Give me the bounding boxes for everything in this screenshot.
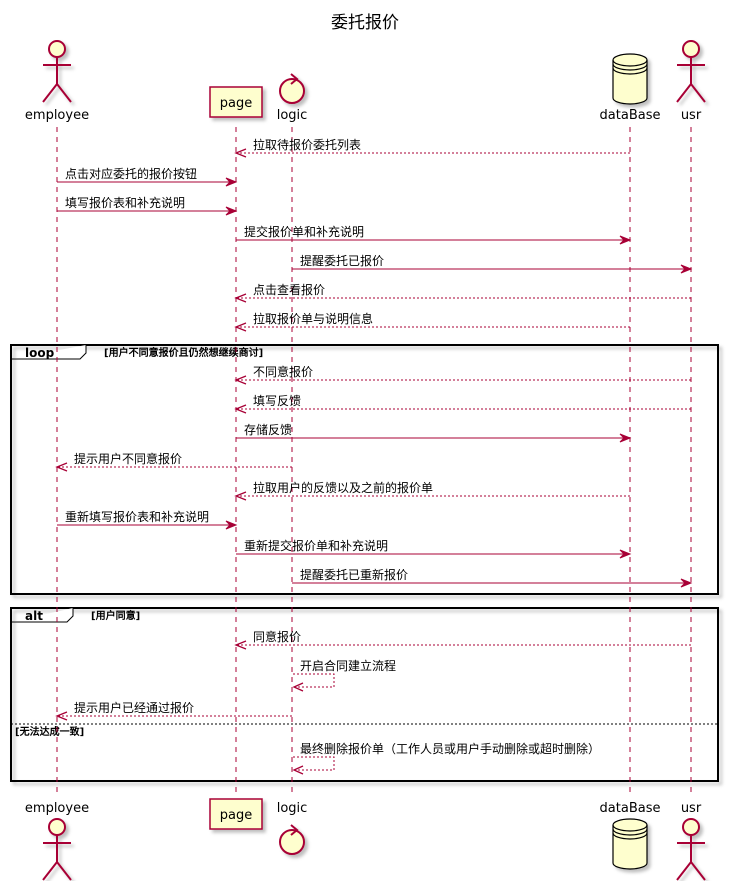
message-8: 不同意报价 (234, 364, 691, 385)
fragment-loop-tab (11, 345, 87, 360)
message-10: 存储反馈 (236, 422, 632, 443)
participant-page-top-box: page (209, 86, 263, 118)
message-17-arrowhead (292, 682, 304, 692)
message-8-arrowhead (234, 375, 247, 385)
fragment-loop: loop [用户不同意报价且仍然想继续商讨] (10, 344, 719, 595)
message-19: 最终删除报价单（工作人员或用户手动删除或超时删除） (292, 741, 600, 775)
message-4: 提交报价单和补充说明 (236, 224, 632, 245)
message-4-label: 提交报价单和补充说明 (244, 224, 364, 239)
message-16-label: 同意报价 (253, 629, 301, 644)
participant-logic-bottom-label: logic (277, 801, 308, 816)
message-14-label: 重新提交报价单和补充说明 (244, 538, 388, 553)
message-3-arrowhead (225, 206, 238, 216)
database-dataBase-top-icon (612, 53, 648, 105)
message-1: 拉取待报价委托列表 (234, 137, 630, 158)
message-15-label: 提醒委托已重新报价 (300, 567, 408, 582)
message-11-arrowhead (55, 462, 68, 472)
message-8-label: 不同意报价 (253, 364, 313, 379)
message-1-arrowhead (234, 148, 247, 158)
participant-logic-top-label: logic (277, 108, 308, 123)
message-6-label: 点击查看报价 (253, 282, 325, 297)
participant-dataBase-bottom-label: dataBase (600, 801, 661, 816)
participant-usr-top-label: usr (681, 108, 702, 123)
message-15-arrowhead (680, 578, 693, 588)
message-18: 提示用户已经通过报价 (55, 700, 292, 721)
message-19-label: 最终删除报价单（工作人员或用户手动删除或超时删除） (300, 741, 600, 756)
message-13-label: 重新填写报价表和补充说明 (65, 509, 209, 524)
participant-usr-bottom-label: usr (681, 801, 702, 816)
message-7-label: 拉取报价单与说明信息 (253, 311, 373, 326)
message-5: 提醒委托已报价 (292, 253, 693, 274)
message-10-label: 存储反馈 (244, 422, 292, 437)
participant-page-top-label: page (220, 96, 252, 111)
message-11-label: 提示用户不同意报价 (74, 451, 182, 466)
fragment-alt-condition: [用户同意] (91, 609, 140, 622)
participant-page-bottom-box: page (209, 798, 263, 830)
message-4-arrowhead (619, 235, 632, 245)
message-18-arrowhead (55, 711, 68, 721)
message-5-arrowhead (680, 264, 693, 274)
message-9-label: 填写反馈 (253, 394, 301, 408)
message-9-arrowhead (234, 404, 247, 414)
message-2-label: 点击对应委托的报价按钮 (65, 166, 197, 181)
message-10-arrowhead (619, 433, 632, 443)
message-16-arrowhead (234, 640, 247, 650)
message-7: 拉取报价单与说明信息 (234, 311, 630, 332)
fragment-alt-keyword: alt (25, 609, 43, 623)
message-6-arrowhead (234, 293, 247, 303)
message-16: 同意报价 (234, 629, 691, 650)
fragment-else-condition: [无法达成一致] (15, 725, 84, 738)
fragment-loop-condition: [用户不同意报价且仍然想继续商讨] (104, 346, 263, 359)
diagram-title: 委托报价 (331, 13, 399, 33)
message-12-arrowhead (234, 491, 247, 501)
message-18-label: 提示用户已经通过报价 (74, 700, 194, 715)
message-3-label: 填写报价表和补充说明 (65, 195, 185, 210)
participant-employee-top-label: employee (25, 108, 89, 123)
message-2: 点击对应委托的报价按钮 (57, 166, 238, 187)
message-17-label: 开启合同建立流程 (300, 658, 396, 673)
message-15: 提醒委托已重新报价 (292, 567, 693, 588)
actor-employee-bottom-icon (42, 818, 72, 881)
participant-dataBase-top-label: dataBase (600, 108, 661, 123)
message-1-label: 拉取待报价委托列表 (253, 137, 361, 152)
participant-page-bottom-label: page (220, 808, 252, 823)
message-13-arrowhead (225, 520, 238, 530)
control-logic-top-icon (279, 73, 305, 104)
message-7-arrowhead (234, 322, 247, 332)
message-14: 重新提交报价单和补充说明 (236, 538, 632, 559)
control-logic-bottom-icon (279, 824, 305, 855)
database-dataBase-bottom-icon (612, 818, 648, 870)
actor-employee-top-icon (42, 40, 72, 103)
participant-employee-bottom-label: employee (25, 801, 89, 816)
actor-usr-top-icon (676, 40, 706, 103)
message-12-label: 拉取用户的反馈以及之前的报价单 (253, 480, 433, 495)
message-5-label: 提醒委托已报价 (300, 253, 384, 268)
message-14-arrowhead (619, 549, 632, 559)
message-13: 重新填写报价表和补充说明 (57, 509, 238, 530)
message-17: 开启合同建立流程 (292, 658, 396, 692)
message-19-arrowhead (292, 765, 304, 775)
message-6: 点击查看报价 (234, 282, 691, 303)
fragment-loop-keyword: loop (25, 346, 55, 360)
message-11: 提示用户不同意报价 (55, 451, 292, 472)
message-2-arrowhead (225, 177, 238, 187)
actor-usr-bottom-icon (676, 818, 706, 881)
message-12: 拉取用户的反馈以及之前的报价单 (234, 480, 630, 501)
message-3: 填写报价表和补充说明 (57, 195, 238, 216)
message-9: 填写反馈 (234, 394, 691, 414)
